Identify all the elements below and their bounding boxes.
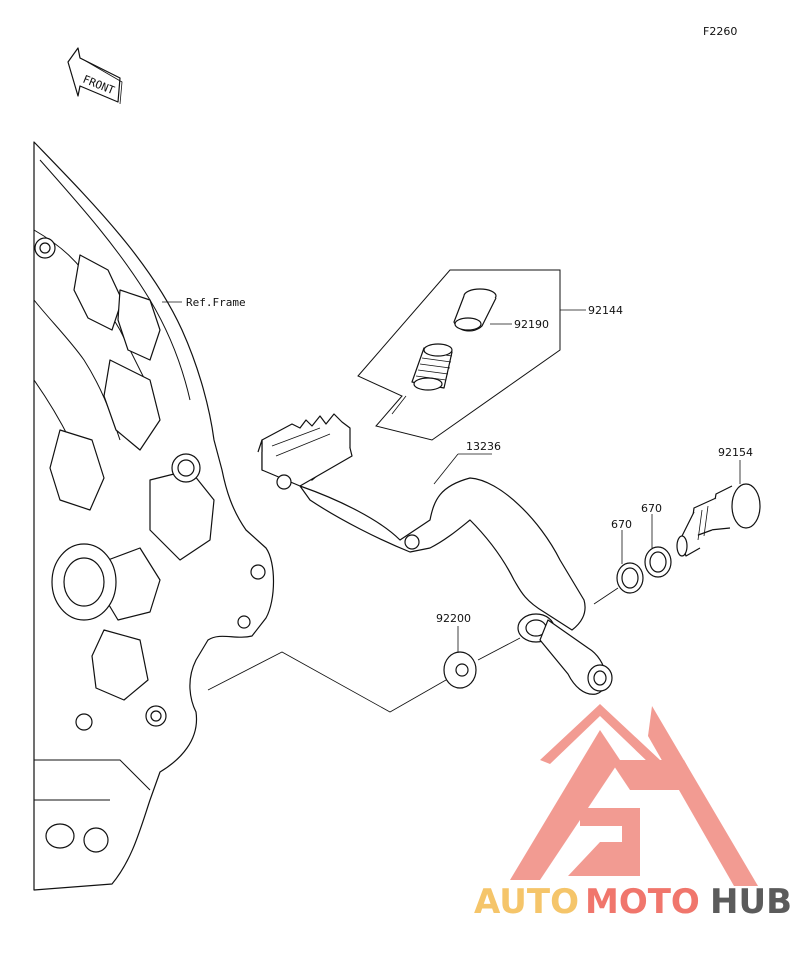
brake-pedal-13236 [257, 413, 613, 695]
part-label-670-right: 670 [641, 502, 662, 515]
part-label-670-left: 670 [611, 518, 632, 531]
collar-92190 [453, 288, 497, 332]
diagram-code: F2260 [703, 25, 737, 38]
part-label-13236: 13236 [466, 440, 501, 453]
watermark-hub: HUB [710, 882, 792, 922]
part-label-92154: 92154 [718, 446, 753, 459]
part-label-92200: 92200 [436, 612, 471, 625]
ref-frame-label: Ref.Frame [186, 296, 246, 309]
return-spring [411, 343, 453, 391]
watermark-moto: MOTO [585, 882, 700, 922]
part-label-92190: 92190 [514, 318, 549, 331]
o-ring-670-left [616, 562, 644, 594]
front-arrow-icon: FRONT [67, 47, 123, 105]
watermark-logo [510, 704, 758, 886]
part-label-92144: 92144 [588, 304, 623, 317]
pivot-bolt-92154 [676, 483, 761, 557]
kit-92144-box [357, 269, 561, 441]
watermark-auto: AUTO [474, 882, 579, 922]
frame-drawing [33, 141, 275, 891]
o-ring-670-right [644, 546, 672, 578]
washer-92200 [443, 651, 477, 689]
